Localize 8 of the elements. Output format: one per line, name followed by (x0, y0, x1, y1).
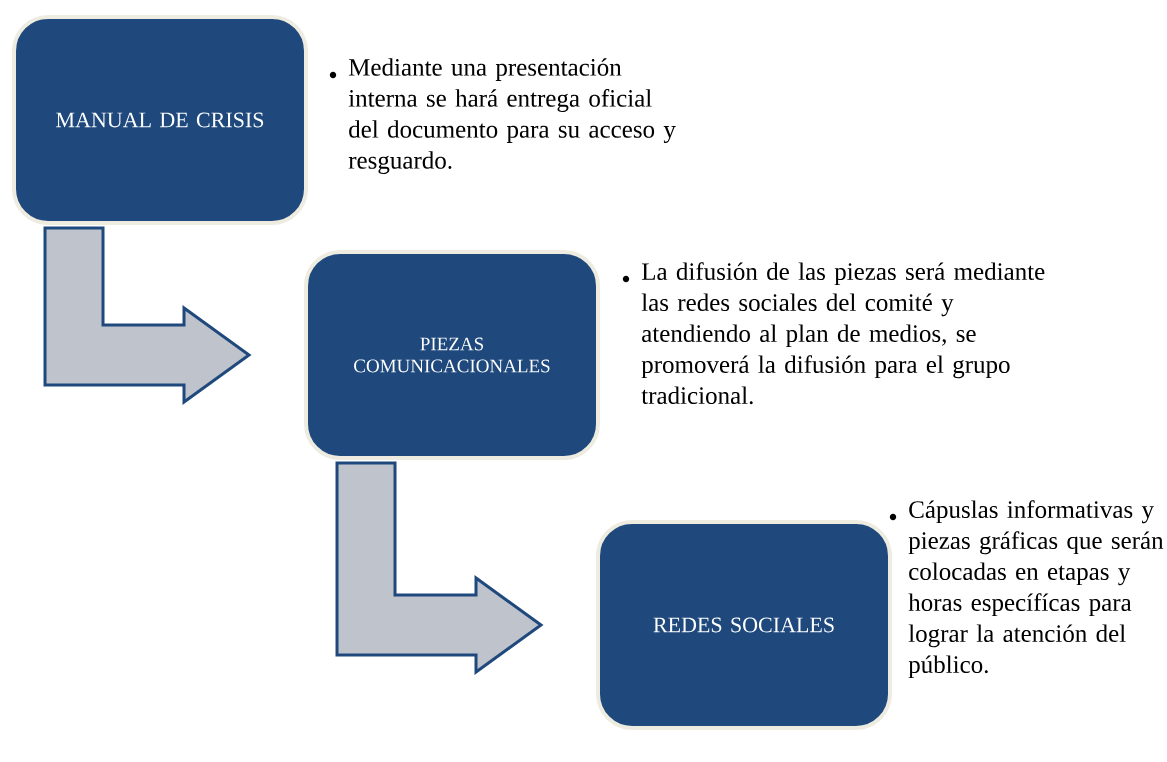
bent-arrow (43, 226, 252, 405)
process-box: MANUAL DE CRISIS (12, 15, 308, 225)
process-box: REDES SOCIALES (596, 520, 892, 730)
process-box: PIEZAS COMUNICACIONALES (304, 250, 600, 460)
bullet-text: La difusión de las piezas será mediante las redes sociales del comité y atendiendo al plan de medios, se promoverá la difusión para el grupo tradicional. (622, 262, 1045, 405)
bullet-text: Cápuslas informativas y piezas gráficas que serán colocadas en etapas y horas específícas para lograr la atención del público. (889, 500, 1164, 679)
bent-arrow (335, 461, 544, 675)
bullet-text: Mediante una presentación interna se hará entrega oficial del documento para su acceso y resguardo. (329, 58, 676, 174)
